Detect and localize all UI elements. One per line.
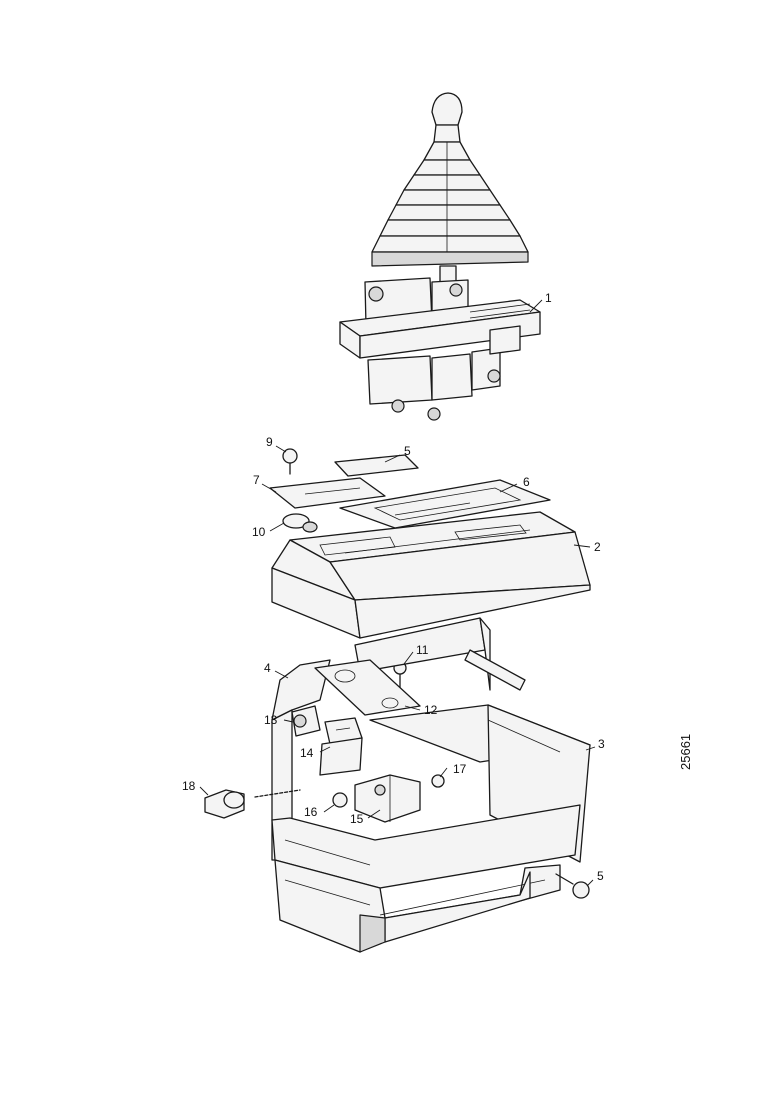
callout-2: 2 bbox=[594, 540, 601, 554]
upper-housing-2 bbox=[271, 511, 591, 639]
callout-labels: 1 2 3 4 5 5 6 7 9 10 11 12 13 14 15 16 1… bbox=[182, 291, 605, 883]
screw-9 bbox=[282, 448, 298, 475]
switch-block-15 bbox=[354, 774, 421, 823]
callout-12: 12 bbox=[424, 703, 438, 717]
mounting-plate-12 bbox=[314, 659, 421, 716]
key-switch-18 bbox=[204, 789, 301, 819]
gasket-7 bbox=[269, 477, 386, 509]
callout-15: 15 bbox=[350, 812, 364, 826]
nut-16 bbox=[332, 792, 348, 808]
leader-lines bbox=[199, 299, 596, 887]
callout-5-lower: 5 bbox=[597, 869, 604, 883]
reference-number: 25661 bbox=[678, 734, 693, 770]
callout-11: 11 bbox=[416, 643, 429, 657]
grommet-10 bbox=[282, 513, 318, 533]
callout-16: 16 bbox=[304, 805, 318, 819]
callout-5-upper: 5 bbox=[404, 444, 411, 458]
plate-5 bbox=[334, 454, 419, 477]
lower-housing-3 bbox=[271, 704, 591, 953]
bolt-5 bbox=[555, 873, 590, 899]
callout-7: 7 bbox=[253, 473, 260, 487]
callout-14: 14 bbox=[300, 746, 314, 760]
callout-17: 17 bbox=[453, 762, 467, 776]
switch-13 bbox=[291, 705, 321, 737]
cover-plate-6 bbox=[339, 479, 551, 529]
callout-3: 3 bbox=[598, 737, 605, 751]
screw-17 bbox=[431, 774, 445, 788]
callout-10: 10 bbox=[252, 525, 266, 539]
callout-18: 18 bbox=[182, 779, 196, 793]
joystick-assembly bbox=[339, 92, 541, 421]
relay-14 bbox=[319, 717, 363, 776]
callout-9: 9 bbox=[266, 435, 273, 449]
callout-13: 13 bbox=[264, 713, 278, 727]
callout-4: 4 bbox=[264, 661, 271, 675]
callout-1: 1 bbox=[545, 291, 552, 305]
callout-6: 6 bbox=[523, 475, 530, 489]
